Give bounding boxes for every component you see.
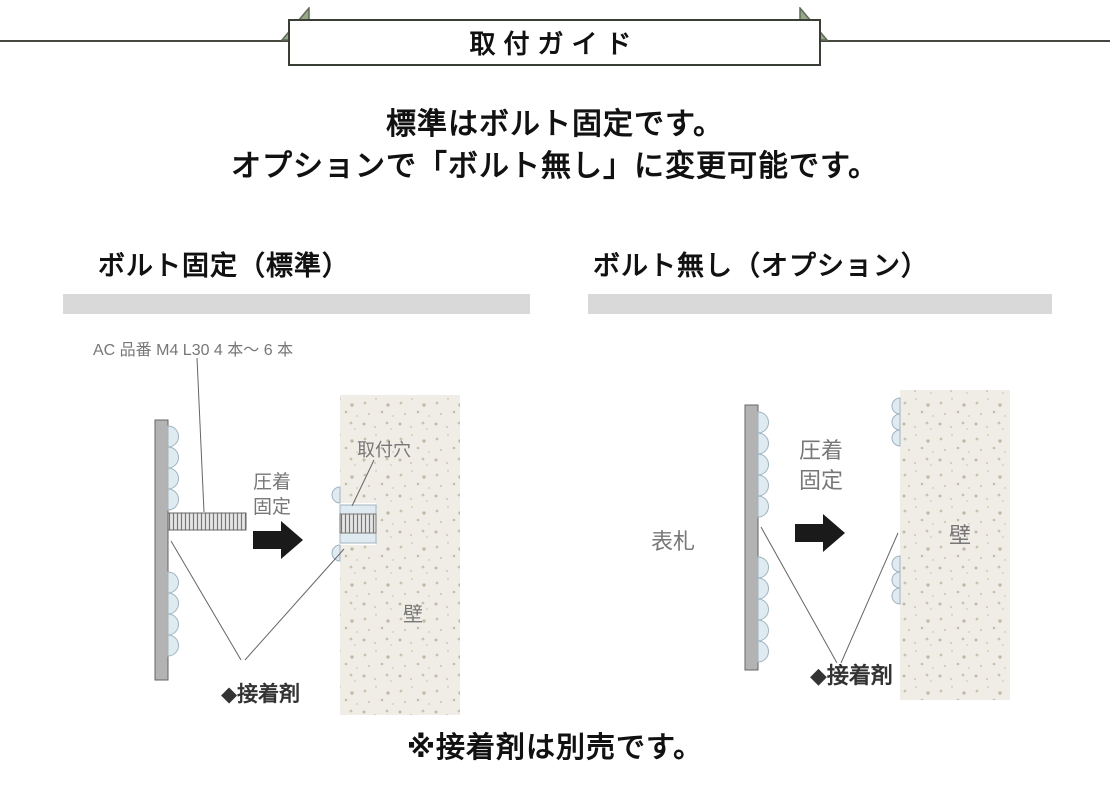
arrow-right-icon-left [253,521,303,559]
left-diagram [154,357,460,715]
wall-adhesive-scallops-top [891,397,901,447]
left-panel-title: ボルト固定（標準） [98,251,350,281]
left-panel-title-bar [63,294,530,314]
right-diagram [744,390,1010,700]
mount-hole-hatch [339,513,377,534]
adhesive-scallops-right-top [757,411,769,518]
adhesive-pointer-line-left-a [170,540,242,661]
footer-note: ※接着剤は別売です。 [406,732,704,764]
right-panel-title-bar [588,294,1052,314]
adhesive-scallops-right-bottom [757,556,769,663]
adhesive-scallops-left-top [167,425,179,511]
mount-hole-pointer-line [351,459,375,507]
intro-line-2: オプションで「ボルト無し」に変更可能です。 [231,150,879,183]
adhesive-pointer-line-left-b [244,548,345,661]
adhesive-pointer-line-right-b [840,532,899,664]
press-fix-left-line2: 固定 [253,497,292,518]
wall-left [340,395,460,715]
guide-title-box: 取付ガイド [288,19,821,66]
mount-hole-scallop-bottom [331,544,341,562]
bolt-spec-pointer-line [196,357,205,513]
adhesive-label-left: ◆接着剤 [221,683,301,706]
mount-hole-label: 取付穴 [357,440,411,460]
mount-hole-scallop-top [331,486,341,504]
wall-label-right: 壁 [949,523,972,548]
nameplate-right [744,404,759,671]
arrow-right-icon-right [795,514,845,552]
press-fix-label-left: 圧着 固定 [253,470,291,520]
adhesive-label-right: ◆接着剤 [810,663,893,688]
adhesive-pointer-line-right-a [760,526,838,664]
press-fix-left-line1: 圧着 [253,472,292,493]
right-panel-title: ボルト無し（オプション） [593,251,929,281]
wall-adhesive-scallops-bottom [891,555,901,605]
press-fix-right-line1: 圧着 [799,438,844,463]
adhesive-scallops-left-bottom [167,571,179,657]
wall-right [900,390,1010,700]
intro-line-1: 標準はボルト固定です。 [386,108,724,141]
diagram-canvas [154,357,1010,715]
header-rule-left [0,40,289,42]
nameplate-label: 表札 [651,529,696,554]
nameplate-left [154,419,169,681]
bolt-spec-label: AC 品番 M4 L30 4 本～ 6 本 [93,342,294,359]
press-fix-label-right: 圧着 固定 [799,436,843,496]
intro-text: 標準はボルト固定です。 オプションで「ボルト無し」に変更可能です。 [0,104,1110,188]
guide-title: 取付ガイド [469,29,640,59]
bolt [167,512,247,531]
wall-label-left: 壁 [403,604,423,626]
header-rule-right [820,40,1110,42]
press-fix-right-line2: 固定 [799,468,844,493]
